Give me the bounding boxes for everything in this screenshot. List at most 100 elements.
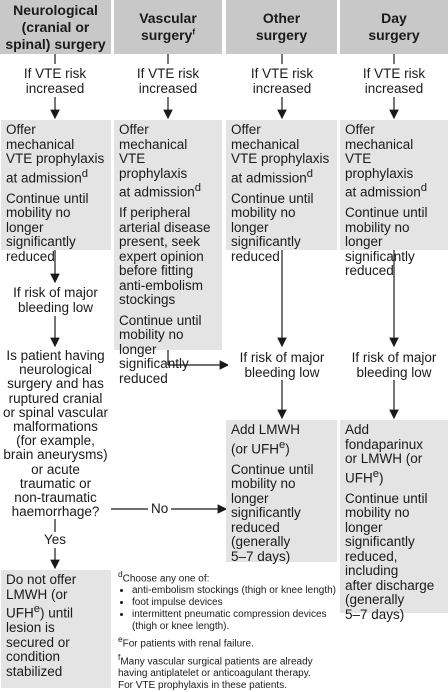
text-line: If risk of major xyxy=(13,285,98,300)
text-line: Offer mechanical xyxy=(345,122,414,152)
text-line: stockings xyxy=(119,292,176,307)
footnote-marker: e xyxy=(33,603,41,615)
text-line: Continue until xyxy=(345,490,428,506)
footnote-text: Many vascular surgical patients are alre… xyxy=(118,655,313,679)
do-not-offer-text: Do not offer LMWH (or UFHe) until lesion… xyxy=(6,572,106,679)
header-line: Other xyxy=(262,10,301,26)
text-line: reduced xyxy=(231,248,280,264)
text-line: If VTE risk xyxy=(136,66,200,81)
text-line: longer xyxy=(231,219,269,235)
list-item: anti-embolism stockings (thigh or knee l… xyxy=(132,585,340,597)
footnote-marker: d xyxy=(118,569,123,579)
footnote-text: For VTE prophylaxis in these patients. xyxy=(118,679,287,691)
header-line: surgery xyxy=(255,27,308,43)
text-line: at admission xyxy=(231,170,307,185)
header-vascular-surgery: Vascular surgeryf xyxy=(114,0,222,54)
continue-until-text: Continue until mobility no longer signif… xyxy=(119,312,217,387)
text-line: Continue until xyxy=(231,461,314,477)
text-line: longer xyxy=(345,519,383,535)
text-line: (for example, xyxy=(16,433,95,449)
footnote-text: Choose any one of: xyxy=(122,573,210,585)
text-line: Continue until xyxy=(6,190,89,206)
text-line: significantly xyxy=(345,534,415,549)
text-line: or spinal vascular xyxy=(2,404,109,420)
text-line: surgery and has xyxy=(7,376,104,392)
peripheral-arterial-text: If peripheral arterial disease present, … xyxy=(119,205,217,308)
text-line: mobility no xyxy=(345,505,410,520)
text-line: before fitting xyxy=(119,263,194,278)
text-line: Offer mechanical xyxy=(6,122,75,152)
text-line: ruptured cranial xyxy=(8,390,103,406)
continue-until-text: Continue until mobility no longer signif… xyxy=(231,190,332,265)
text-line: at admission xyxy=(345,184,421,200)
text-line: bleeding low xyxy=(17,300,94,315)
no-label: No xyxy=(148,501,172,516)
footnote-f: fMany vascular surgical patients are alr… xyxy=(118,651,340,680)
text-line: Continue until xyxy=(119,312,202,328)
footnote-marker: d xyxy=(81,167,89,180)
footnote-d-list: anti-embolism stockings (thigh or knee l… xyxy=(118,585,340,633)
text-line: Add LMWH xyxy=(231,422,301,437)
text-line: anti-embolism xyxy=(119,277,204,293)
offer-mechanical-box-col2: Offer mechanical VTE prophylaxis at admi… xyxy=(114,120,222,385)
text-line: If VTE risk xyxy=(250,66,314,81)
text-line: mobility no xyxy=(231,205,296,220)
yes-label: Yes xyxy=(41,532,70,547)
offer-mechanical-box-col4: Offer mechanical VTE prophylaxis at admi… xyxy=(340,120,448,278)
text-line: UFH xyxy=(345,470,373,485)
text-line: (generally xyxy=(231,534,291,549)
text-line: longer xyxy=(231,490,269,506)
text-line: condition xyxy=(6,649,61,664)
text-line: If VTE risk xyxy=(362,66,426,81)
text-line: longer xyxy=(345,234,383,249)
text-line: expert opinion xyxy=(119,248,204,264)
header-day-surgery: Day surgery xyxy=(340,0,448,54)
offer-mechanical-text: Offer mechanical VTE prophylaxis at admi… xyxy=(231,122,332,186)
offer-mechanical-text: Offer mechanical VTE prophylaxis at admi… xyxy=(6,122,106,186)
text-line: Do not offer xyxy=(6,572,77,587)
text-line: reduced xyxy=(345,263,394,278)
text-line: 5–7 days) xyxy=(231,548,291,564)
text-line: brain aneurysms) xyxy=(3,447,108,463)
text-line: Continue until xyxy=(231,190,314,206)
text-line: ) xyxy=(285,441,290,456)
text-line: Continue until xyxy=(345,205,428,220)
footnote-text: For patients with renal failure. xyxy=(122,638,254,650)
text-line: significantly xyxy=(231,234,301,249)
text-line: haemorrhage? xyxy=(11,504,100,520)
footnote-marker: f xyxy=(192,27,196,37)
footnote-e: eFor patients with renal failure. xyxy=(118,633,340,650)
text-line: reduced xyxy=(6,248,55,264)
text-line: increased xyxy=(138,81,198,96)
text-line: reduced xyxy=(119,370,168,386)
text-line: (or UFH xyxy=(231,441,279,456)
text-line: increased xyxy=(364,81,424,96)
text-line: UFH xyxy=(6,605,34,621)
text-line: bleeding low xyxy=(356,365,432,380)
text-line: arterial disease xyxy=(119,219,211,235)
footnote-marker: f xyxy=(118,651,121,662)
list-item: intermittent pneumatic compression devic… xyxy=(132,609,340,633)
text-line: ) until xyxy=(40,605,74,621)
header-text: Vascular surgery xyxy=(139,10,197,43)
offer-mechanical-box-col3: Offer mechanical VTE prophylaxis at admi… xyxy=(226,120,337,263)
add-lmwh-text: Add LMWH (or UFHe) xyxy=(231,422,332,457)
text-line: reduced xyxy=(231,519,280,535)
text-line: including xyxy=(345,563,399,578)
continue-until-text: Continue until mobility no longer signif… xyxy=(6,190,106,265)
text-line: If peripheral xyxy=(119,205,191,220)
text-line: longer xyxy=(6,219,44,235)
text-line: Add xyxy=(345,422,370,437)
footnote-marker: e xyxy=(279,438,286,451)
header-line: Day xyxy=(381,10,407,26)
text-line: ) xyxy=(379,470,384,485)
text-line: significantly xyxy=(119,356,189,371)
text-line: significantly xyxy=(231,505,301,520)
text-line: malformations xyxy=(13,419,98,435)
text-line: non-traumatic xyxy=(14,490,97,506)
offer-mechanical-box-col1: Offer mechanical VTE prophylaxis at admi… xyxy=(1,120,111,263)
